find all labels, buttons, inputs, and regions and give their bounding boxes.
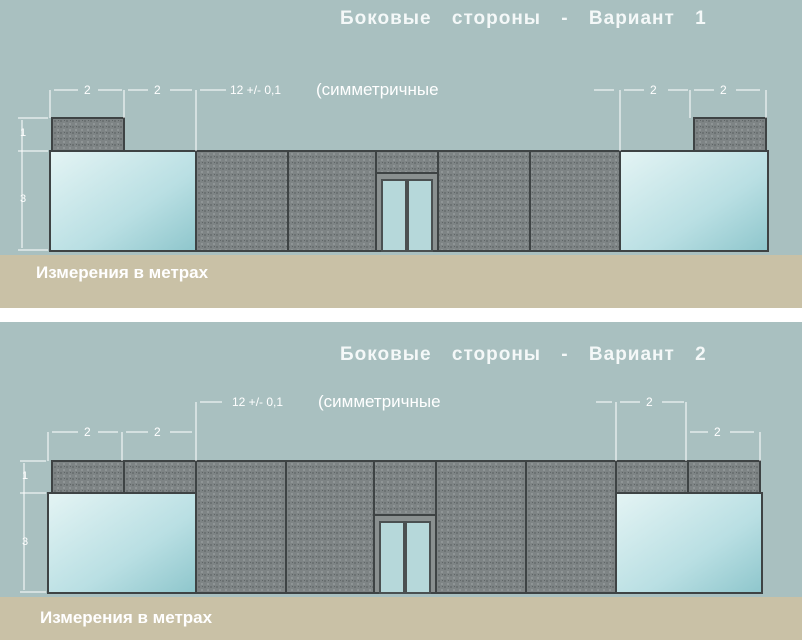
top-block-left-inner bbox=[123, 460, 197, 494]
dim-height-side: 3 bbox=[20, 193, 27, 205]
dim-right-a: 2 bbox=[646, 395, 653, 409]
ground-strip bbox=[0, 255, 802, 308]
stone-panel bbox=[435, 460, 527, 594]
variant2-panel: Боковые стороны - Вариант 2 Измерения в … bbox=[0, 322, 802, 640]
dim-left-b: 2 bbox=[154, 83, 161, 97]
dim-center: 12 +/- 0,1 bbox=[232, 395, 284, 409]
top-block-right bbox=[693, 117, 767, 152]
top-block-left bbox=[51, 460, 125, 494]
variant2-facade bbox=[20, 401, 763, 594]
dim-left-b: 2 bbox=[154, 425, 161, 439]
dim-center: 12 +/- 0,1 bbox=[230, 83, 282, 97]
door-leaf-right bbox=[407, 179, 433, 252]
dimension-lines bbox=[20, 401, 761, 593]
glass-section-right bbox=[615, 492, 763, 594]
door-leaf-left bbox=[381, 179, 407, 252]
variant1-title: Боковые стороны - Вариант 1 bbox=[340, 8, 707, 29]
door-transom bbox=[373, 460, 437, 516]
dim-left-a: 2 bbox=[84, 425, 91, 439]
top-block-right-inner bbox=[615, 460, 689, 494]
stone-panel bbox=[285, 460, 375, 594]
stone-panel bbox=[195, 150, 289, 252]
glass-section-left bbox=[49, 150, 197, 252]
stone-panel bbox=[525, 460, 617, 594]
dim-note: (симметричные bbox=[318, 392, 441, 411]
dim-right-a: 2 bbox=[650, 83, 657, 97]
door-leaf-left bbox=[379, 521, 405, 594]
glass-section-right bbox=[619, 150, 769, 252]
dim-height-top: 1 bbox=[20, 127, 27, 139]
top-block-right bbox=[687, 460, 761, 494]
dim-note: (симметричные bbox=[316, 80, 439, 99]
top-block-left bbox=[51, 117, 125, 152]
door-leaf-right bbox=[405, 521, 431, 594]
stone-panel bbox=[287, 150, 377, 252]
variant1-panel: Боковые стороны - Вариант 1 Измерения в … bbox=[0, 0, 802, 308]
variant2-title: Боковые стороны - Вариант 2 bbox=[340, 344, 707, 365]
ground-strip bbox=[0, 597, 802, 640]
dim-right-b: 2 bbox=[714, 425, 721, 439]
units-label: Измерения в метрах bbox=[36, 263, 209, 282]
dim-left-a: 2 bbox=[84, 83, 91, 97]
stone-panel bbox=[195, 460, 287, 594]
units-label: Измерения в метрах bbox=[40, 608, 213, 627]
variant1-facade bbox=[18, 89, 769, 252]
dim-right-b: 2 bbox=[720, 83, 727, 97]
dim-height-side: 3 bbox=[22, 536, 29, 548]
dim-height-top: 1 bbox=[22, 470, 29, 482]
stone-panel bbox=[529, 150, 621, 252]
dimension-lines bbox=[18, 89, 767, 251]
stone-panel bbox=[437, 150, 531, 252]
glass-section-left bbox=[47, 492, 197, 594]
door-transom bbox=[375, 150, 439, 174]
